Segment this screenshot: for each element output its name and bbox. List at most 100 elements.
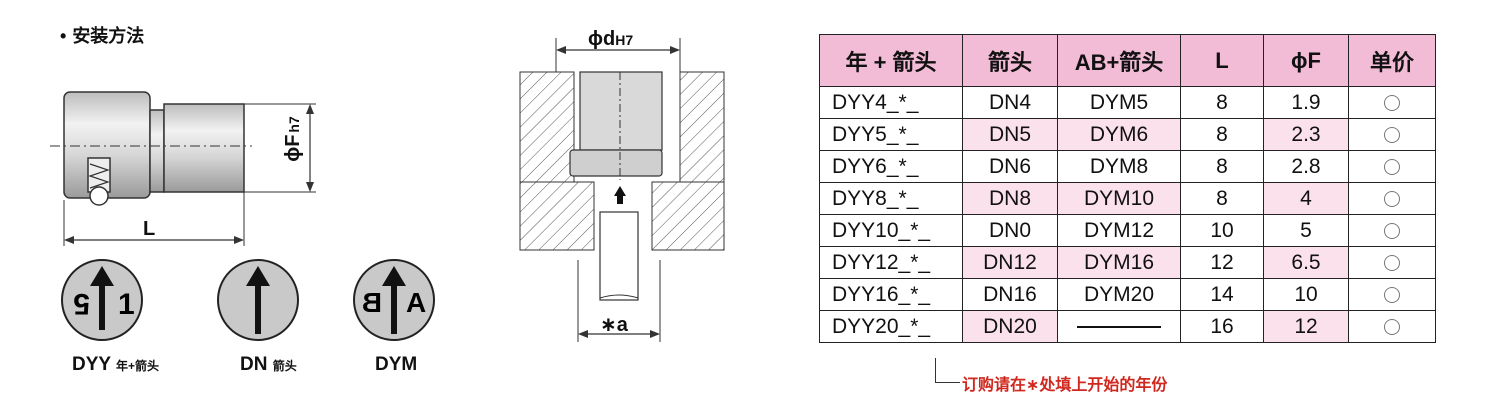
cell-dym: DYM12 [1057,214,1181,247]
cell-dym: DYM8 [1057,150,1181,183]
cell-phi-f: 12 [1263,310,1349,343]
phi-f-text: ϕF [282,134,304,162]
cell-dym: DYM20 [1057,278,1181,311]
cell-model: DYY16_*_ [819,278,963,311]
cell-dym: DYM16 [1057,246,1181,279]
badge-dym-caption: DYM [375,354,418,375]
cell-model: DYY8_*_ [819,182,963,215]
phi-f-tol: h7 [286,116,302,133]
badge-dyy-caption: DYY 年+箭头 [72,354,159,376]
badge-dyy: 5 1 [61,259,143,341]
ball [89,186,109,206]
cell-model: DYY12_*_ [819,246,963,279]
cell-phi-f: 4 [1263,182,1349,215]
ejector-pin [599,211,639,301]
cell-l: 8 [1180,118,1264,151]
dash-icon [1077,325,1161,328]
col-price: 单价 [1348,34,1436,87]
cell-dn: DN16 [962,278,1058,311]
section-title-text: 安装方法 [72,26,145,46]
price-circle-icon [1384,126,1400,143]
cell-price [1348,246,1436,279]
cell-l: 16 [1180,310,1264,343]
badge-dn [217,259,299,341]
cell-phi-f: 10 [1263,278,1349,311]
cell-price [1348,118,1436,151]
cell-model: DYY4_*_ [819,86,963,119]
phi-d-label: ϕdH7 [588,28,633,51]
cell-dn: DN6 [962,150,1058,183]
badge-dn-caption: DN 箭头 [240,354,297,376]
col-arrow: 箭头 [962,34,1058,87]
cell-price [1348,278,1436,311]
cell-l: 8 [1180,182,1264,215]
cell-price [1348,310,1436,343]
cell-model: DYY10_*_ [819,214,963,247]
cell-l: 14 [1180,278,1264,311]
cell-dn: DN0 [962,214,1058,247]
price-circle-icon [1384,318,1400,335]
cell-dym [1057,310,1181,343]
cell-dn: DN12 [962,246,1058,279]
cell-phi-f: 2.3 [1263,118,1349,151]
installation-section [519,38,725,342]
cell-phi-f: 1.9 [1263,86,1349,119]
cell-model: DYY20_*_ [819,310,963,343]
badge-dym-right-letter: A [406,287,426,318]
cell-dn: DN8 [962,182,1058,215]
badge-dyy-sub: 年+箭头 [116,359,160,373]
cell-dym: DYM10 [1057,182,1181,215]
badge-dyy-name: DYY [72,354,111,375]
price-circle-icon [1384,222,1400,239]
cell-price [1348,182,1436,215]
cell-model: DYY6_*_ [819,150,963,183]
cell-phi-f: 2.8 [1263,150,1349,183]
cell-dym: DYM5 [1057,86,1181,119]
badge-dyy-left-num: 5 [73,287,90,320]
cell-price [1348,86,1436,119]
phi-d-text: ϕd [588,28,616,50]
part-neck [149,109,165,193]
a-label: ∗a [600,314,628,336]
cell-l: 10 [1180,214,1264,247]
cell-dn: DN5 [962,118,1058,151]
cell-l: 8 [1180,86,1264,119]
badge-dn-sub: 箭头 [272,359,297,373]
cell-model: DYY5_*_ [819,118,963,151]
col-year-arrow: 年 + 箭头 [819,34,963,87]
note-leader [935,358,960,383]
spring [88,163,110,189]
badge-dym-left-letter: B [362,287,382,318]
cell-l: 12 [1180,246,1264,279]
length-label: L [143,218,156,240]
cell-phi-f: 6.5 [1263,246,1349,279]
price-circle-icon [1384,94,1400,111]
phi-f-label: ϕFh7 [282,104,304,174]
order-note: 订购请在∗处填上开始的年份 [962,377,1168,394]
phi-d-tol: H7 [615,32,634,48]
badge-row: 5 1 B A [61,259,435,341]
cell-dym: DYM6 [1057,118,1181,151]
price-circle-icon [1384,190,1400,207]
price-circle-icon [1384,158,1400,175]
part-shank [163,103,245,193]
cell-dn: DN4 [962,86,1058,119]
pin-body [579,71,663,151]
pin-head [569,149,663,177]
table-header-row: 年 + 箭头 箭头 AB+箭头 L ϕF 单价 [819,34,1436,87]
cell-price [1348,214,1436,247]
price-circle-icon [1384,286,1400,303]
cell-l: 8 [1180,150,1264,183]
price-circle-icon [1384,254,1400,271]
cell-dn: DN20 [962,310,1058,343]
title-bullet: • [60,26,67,46]
badge-dym: B A [353,259,435,341]
